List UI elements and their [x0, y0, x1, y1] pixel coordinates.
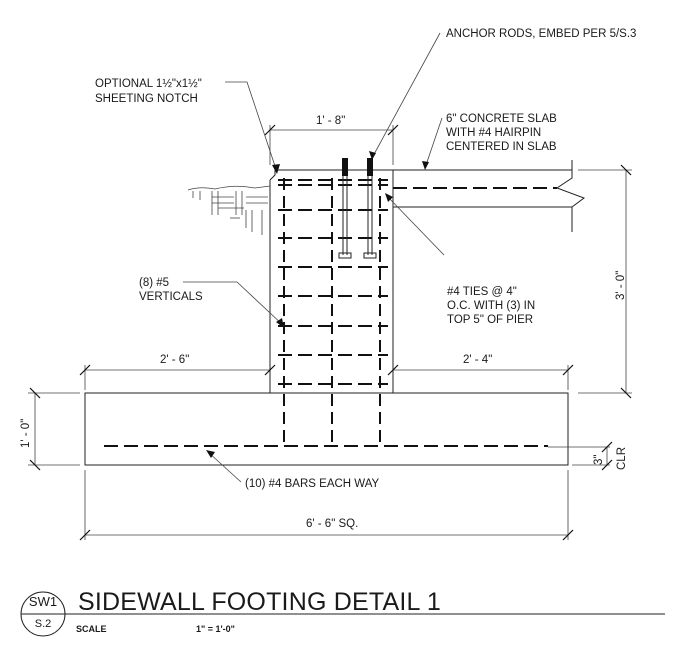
callout-ties-1: #4 TIES @ 4" — [447, 286, 517, 298]
anchor-rods — [338, 158, 377, 259]
scale-value: 1" = 1'-0" — [196, 624, 235, 634]
callout-verticals-1: (8) #5 — [139, 277, 169, 289]
callout-ties-3: TOP 5" OF PIER — [447, 314, 533, 326]
dim-text-clear-cover: 3" — [593, 455, 605, 465]
detail-tag-number: SW1 — [28, 594, 58, 609]
pier-ties — [278, 179, 388, 385]
dim-pier-width — [264, 124, 399, 165]
callout-slab-1: 6" CONCRETE SLAB — [446, 113, 557, 125]
detail-tag-sheet: S.2 — [34, 618, 52, 630]
callout-notch-1: OPTIONAL 1½"x1½" — [95, 78, 202, 90]
dim-text-clr: CLR — [616, 447, 628, 470]
footing-outline — [84, 392, 569, 466]
dim-right-projection — [387, 364, 574, 390]
drawing-title: SIDEWALL FOOTING DETAIL 1 — [78, 588, 441, 616]
dim-pier-height — [578, 164, 632, 399]
dim-text-right: 2' - 4" — [463, 354, 492, 366]
dim-footing-width — [79, 470, 574, 541]
dim-left-projection — [79, 364, 276, 390]
leader-arrowheads — [206, 151, 429, 458]
dim-text-left: 2' - 6" — [160, 354, 189, 366]
soil-hatch — [187, 185, 271, 235]
dim-text-pier-height: 3' - 0" — [615, 271, 627, 300]
dim-text-footing-width: 6' - 6" SQ. — [306, 518, 358, 530]
callout-bars: (10) #4 BARS EACH WAY — [245, 478, 380, 490]
dim-clear-cover — [548, 441, 613, 471]
sheeting-notch — [269, 169, 393, 181]
callout-notch-2: SHEETING NOTCH — [95, 93, 198, 105]
scale-label: SCALE — [76, 624, 107, 634]
dim-footing-thickness — [28, 387, 80, 471]
callout-slab-3: CENTERED IN SLAB — [446, 141, 557, 153]
callout-verticals-2: VERTICALS — [139, 291, 203, 303]
callout-ties-2: O.C. WITH (3) IN — [447, 300, 535, 312]
leader-lines — [183, 32, 445, 483]
callout-anchor-rods: ANCHOR RODS, EMBED PER 5/S.3 — [446, 28, 636, 40]
dim-text-pier-width: 1' - 8" — [316, 115, 345, 127]
slab-break-line — [555, 160, 586, 232]
pier-vertical-bars — [283, 178, 381, 448]
callout-slab-2: WITH #4 HAIRPIN — [446, 127, 541, 139]
dim-text-footing-thickness: 1' - 0" — [20, 419, 32, 448]
